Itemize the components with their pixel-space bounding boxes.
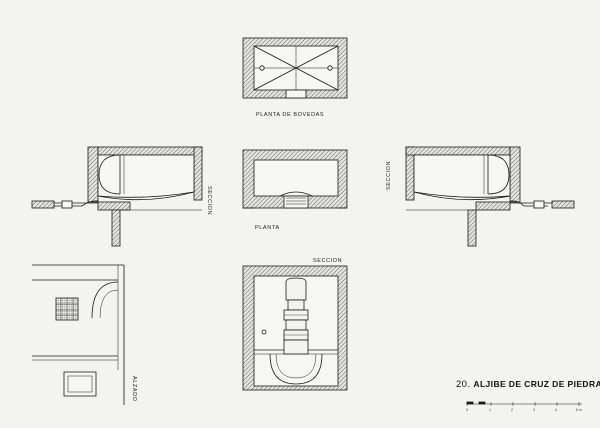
left-section-label: SECCION [206, 186, 212, 216]
scale-bar [466, 401, 582, 406]
scale-tick-4: 4 [555, 408, 557, 412]
elevation-label: ALZADO [131, 376, 137, 402]
vault-plan-drawing [242, 37, 348, 99]
scale-tick-3: 3 [533, 408, 535, 412]
scale-tick-0: 0 [466, 408, 468, 412]
plan-label: PLANTA [255, 225, 280, 231]
bottom-section-label: SECCION [313, 258, 343, 264]
center-plan-drawing [242, 149, 348, 209]
drawing-name: ALJIBE DE CRUZ DE PIEDRA [473, 379, 600, 389]
vault-plan-label: PLANTA DE BOVEDAS [256, 112, 325, 118]
right-section-drawing [405, 146, 575, 247]
scale-tick-1: 1 [489, 408, 491, 412]
drawing-title: 20.ALJIBE DE CRUZ DE PIEDRA [456, 379, 600, 390]
drawing-number: 20. [456, 379, 471, 390]
left-section-drawing [31, 146, 203, 247]
scale-tick-5: 5 m [576, 408, 582, 412]
elevation-drawing [32, 264, 125, 405]
scale-tick-2: 2 [511, 408, 513, 412]
bottom-section-drawing [242, 265, 348, 391]
right-section-label: SECCION [386, 160, 392, 190]
